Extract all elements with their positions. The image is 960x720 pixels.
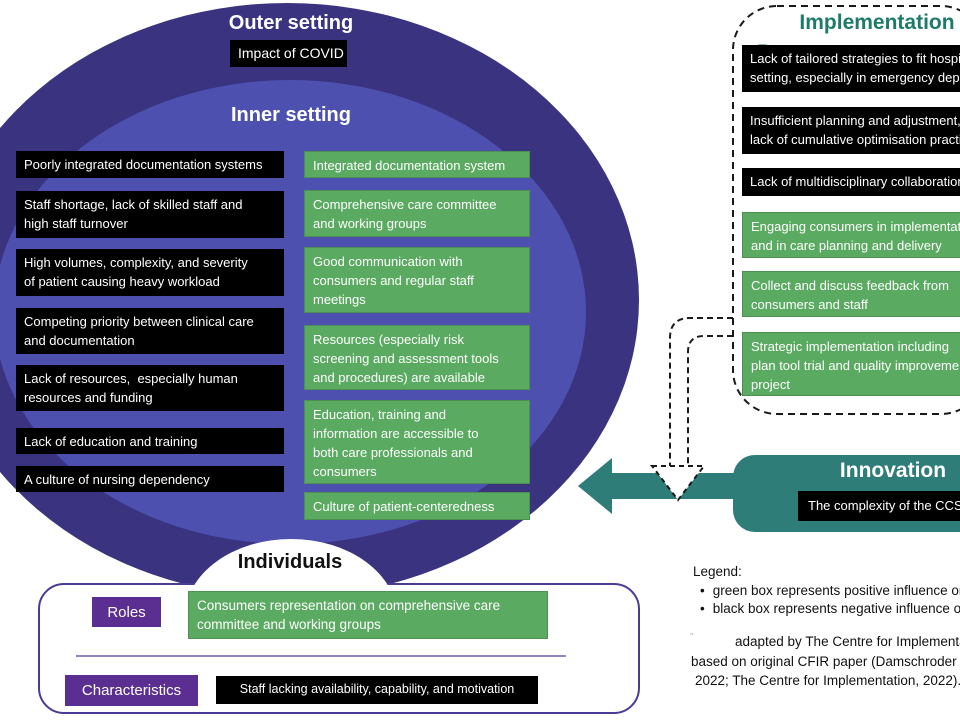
positive-box-line: Strategic implementation including (751, 339, 949, 354)
negative-box-line: Lack of tailored strategies to fit hospi… (750, 51, 960, 66)
implementation-title-line2: Process (757, 41, 937, 46)
positive-box-line: screening and assessment tools (313, 351, 499, 366)
positive-box-line: Consumers representation on comprehensiv… (197, 598, 501, 613)
innovation-title: Innovation (839, 459, 947, 482)
legend-note-line: adapted by The Centre for Implementation (735, 634, 960, 649)
negative-box: Lack of resources, especially human reso… (16, 365, 284, 411)
characteristics-label: Characteristics (65, 675, 198, 706)
innovation-complexity-box: The complexity of the CCS (798, 491, 960, 521)
negative-box: Staff shortage, lack of skilled staff an… (16, 191, 284, 238)
individuals-divider (76, 655, 566, 657)
negative-box-line: Competing priority between clinical care (24, 314, 254, 329)
positive-box-line: consumers and staff (751, 297, 868, 312)
roles-label: Roles (92, 597, 161, 627)
positive-box-line: consumers and regular staff (313, 273, 474, 288)
negative-box-line: High volumes, complexity, and severity (24, 255, 248, 270)
negative-box-line: and documentation (24, 333, 135, 348)
implementation-positive-box: Engaging consumers in implementation and… (742, 212, 960, 258)
negative-box-line: resources and funding (24, 390, 153, 405)
positive-box-line: information are accessible to (313, 426, 479, 441)
negative-box: Competing priority between clinical care… (16, 308, 284, 354)
outer-setting-title: Outer setting (228, 12, 354, 34)
negative-box: High volumes, complexity, and severity o… (16, 249, 284, 296)
roles-positive-box: Consumers representation on comprehensiv… (188, 591, 548, 639)
positive-box: Education, training and information are … (304, 400, 530, 484)
positive-box: Integrated documentation system (304, 151, 530, 178)
implementation-flow-line-inner (687, 335, 733, 466)
implementation-negative-box: Lack of multidisciplinary collaboration (742, 168, 960, 196)
positive-box-line: meetings (313, 292, 366, 307)
positive-box-line: Good communication with (313, 254, 463, 269)
positive-box-line: Education, training and (313, 407, 446, 422)
footnote-mark: ” (690, 632, 694, 643)
negative-box-line: Poorly integrated documentation systems (24, 157, 263, 172)
implementation-negative-box: Lack of tailored strategies to fit hospi… (742, 45, 960, 92)
negative-box-line: A culture of nursing dependency (24, 472, 210, 487)
negative-box-line: Insufficient planning and adjustment, (750, 113, 960, 128)
positive-box: Culture of patient-centeredness (304, 492, 530, 520)
implementation-positive-box: Strategic implementation including plan … (742, 332, 960, 396)
positive-box-line: Resources (especially risk (313, 332, 464, 347)
positive-box-line: Integrated documentation system (313, 158, 506, 173)
negative-box-line: lack of cumulative optimisation practice (750, 132, 960, 147)
negative-box-line: Staff lacking availability, capability, … (239, 682, 515, 696)
negative-box-line: Lack of resources, especially human (24, 371, 238, 386)
positive-box: Comprehensive care committee and working… (304, 190, 530, 237)
implementation-positive-box: Collect and discuss feedback from consum… (742, 271, 960, 317)
negative-box-line: of patient causing heavy workload (24, 274, 220, 289)
positive-box: Good communication with consumers and re… (304, 247, 530, 313)
implementation-flow-line-outer (669, 317, 733, 466)
negative-box-line: setting, especially in emergency departm… (750, 70, 960, 85)
positive-box-line: Collect and discuss feedback from (751, 278, 949, 293)
negative-box-line: Lack of multidisciplinary collaboration (750, 174, 960, 189)
legend-note-line: based on original CFIR paper (Damschrode… (691, 654, 957, 669)
negative-box-line: Staff shortage, lack of skilled staff an… (24, 197, 243, 212)
characteristics-negative-box: Staff lacking availability, capability, … (216, 676, 538, 704)
innovation-left-arrow (578, 458, 745, 514)
negative-box: Poorly integrated documentation systems (16, 151, 284, 178)
bullet-icon: • (700, 583, 705, 598)
legend-heading: Legend: (693, 564, 742, 579)
negative-box-line: high staff turnover (24, 216, 128, 231)
legend-bullet-text: black box represents negative influence … (712, 601, 960, 616)
negative-box: Lack of education and training (16, 428, 284, 454)
positive-box-line: and in care planning and delivery (751, 238, 942, 253)
implementation-down-arrowhead (649, 465, 707, 502)
negative-box-line: The complexity of the CCS (808, 498, 960, 513)
positive-box-line: Culture of patient-centeredness (313, 499, 495, 514)
individuals-title: Individuals (237, 551, 343, 573)
bullet-icon: • (700, 601, 705, 616)
legend-bullet: • green box represents positive influenc… (700, 583, 960, 598)
negative-box: A culture of nursing dependency (16, 466, 284, 492)
impact-of-covid-label: Impact of COVID (238, 45, 344, 61)
positive-box-line: Engaging consumers in implementation (751, 219, 960, 234)
legend-note-line: 2022; The Centre for Implementation, 202… (695, 673, 960, 688)
impact-of-covid-box: Impact of COVID (230, 40, 347, 67)
positive-box-line: both care professionals and (313, 445, 473, 460)
positive-box-line: project (751, 377, 791, 392)
positive-box: Resources (especially risk screening and… (304, 325, 530, 390)
legend-bullet: • black box represents negative influenc… (700, 601, 960, 616)
positive-box-line: and procedures) are available (313, 370, 485, 385)
inner-setting-title: Inner setting (230, 104, 351, 126)
positive-box-line: and working groups (313, 216, 427, 231)
positive-box-line: plan tool trial and quality improvement (751, 358, 960, 373)
implementation-negative-box: Insufficient planning and adjustment, la… (742, 107, 960, 154)
legend-bullet-text: green box represents positive influence … (712, 583, 960, 598)
positive-box-line: committee and working groups (197, 617, 381, 632)
positive-box-line: Comprehensive care committee (313, 197, 497, 212)
implementation-title: Implementation (799, 11, 955, 34)
positive-box-line: consumers (313, 464, 377, 479)
negative-box-line: Lack of education and training (24, 434, 198, 449)
